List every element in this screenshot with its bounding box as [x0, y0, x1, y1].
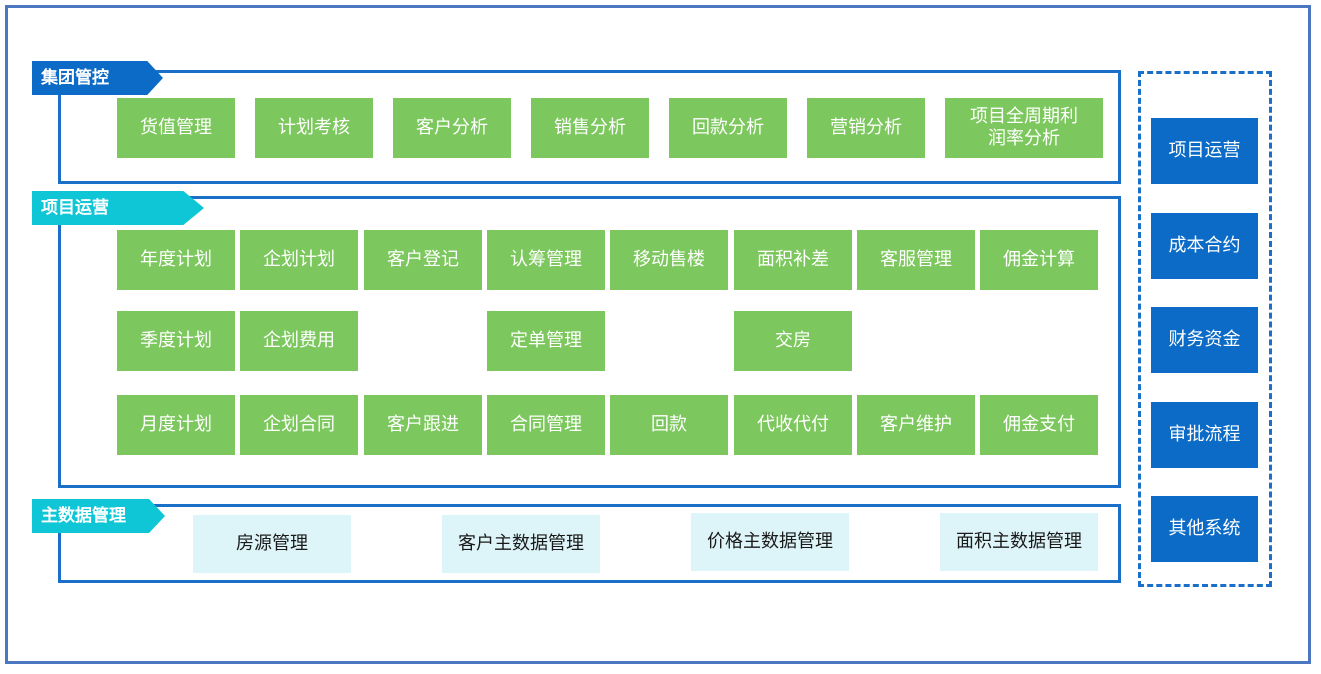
module-monthly-plan[interactable]: 月度计划 [117, 395, 235, 455]
module-planning-plan[interactable]: 企划计划 [240, 230, 358, 290]
side-other-systems[interactable]: 其他系统 [1151, 496, 1258, 562]
module-planning-cost[interactable]: 企划费用 [240, 311, 358, 371]
module-customer-registration[interactable]: 客户登记 [364, 230, 482, 290]
module-subscription-management[interactable]: 认筹管理 [487, 230, 605, 290]
module-planning-contract[interactable]: 企划合同 [240, 395, 358, 455]
module-order-management[interactable]: 定单管理 [487, 311, 605, 371]
module-commission-payment[interactable]: 佣金支付 [980, 395, 1098, 455]
module-payment-analysis[interactable]: 回款分析 [669, 98, 787, 158]
tag-project-operation: 项目运营 [32, 191, 204, 225]
module-commission-calculation[interactable]: 佣金计算 [980, 230, 1098, 290]
module-handover[interactable]: 交房 [734, 311, 852, 371]
module-marketing-analysis[interactable]: 营销分析 [807, 98, 925, 158]
module-quarterly-plan[interactable]: 季度计划 [117, 311, 235, 371]
module-plan-assessment[interactable]: 计划考核 [255, 98, 373, 158]
side-cost-contract[interactable]: 成本合约 [1151, 213, 1258, 279]
module-annual-plan[interactable]: 年度计划 [117, 230, 235, 290]
module-payment[interactable]: 回款 [610, 395, 728, 455]
module-value-management[interactable]: 货值管理 [117, 98, 235, 158]
side-finance-funds[interactable]: 财务资金 [1151, 307, 1258, 373]
module-mobile-sales[interactable]: 移动售楼 [610, 230, 728, 290]
section-project-operation [58, 196, 1121, 488]
module-customer-followup[interactable]: 客户跟进 [364, 395, 482, 455]
module-lifecycle-profit-analysis[interactable]: 项目全周期利润率分析 [945, 98, 1103, 158]
module-customer-maintenance[interactable]: 客户维护 [857, 395, 975, 455]
section-group-control [58, 70, 1121, 184]
module-customer-master-data[interactable]: 客户主数据管理 [442, 515, 600, 573]
module-price-master-data[interactable]: 价格主数据管理 [691, 513, 849, 571]
module-area-master-data[interactable]: 面积主数据管理 [940, 513, 1098, 571]
module-collection-agency[interactable]: 代收代付 [734, 395, 852, 455]
module-contract-management[interactable]: 合同管理 [487, 395, 605, 455]
module-housing-management[interactable]: 房源管理 [193, 515, 351, 573]
side-approval-workflow[interactable]: 审批流程 [1151, 402, 1258, 468]
section-master-data [58, 504, 1121, 583]
tag-group-control: 集团管控 [32, 61, 163, 95]
tag-master-data: 主数据管理 [32, 499, 165, 533]
module-sales-analysis[interactable]: 销售分析 [531, 98, 649, 158]
module-customer-analysis[interactable]: 客户分析 [393, 98, 511, 158]
module-area-compensation[interactable]: 面积补差 [734, 230, 852, 290]
side-systems-panel [1138, 71, 1272, 587]
module-customer-service[interactable]: 客服管理 [857, 230, 975, 290]
outer-frame [5, 5, 1311, 664]
side-project-operation[interactable]: 项目运营 [1151, 118, 1258, 184]
